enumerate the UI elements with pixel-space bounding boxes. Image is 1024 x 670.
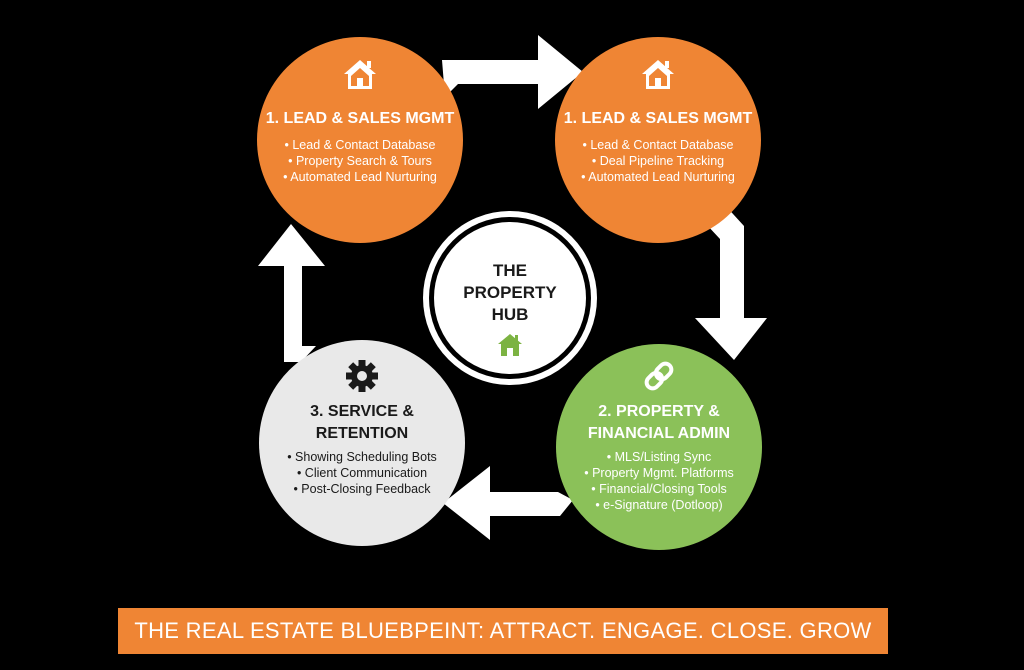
node-title: RETENTION xyxy=(316,425,408,442)
banner-text: THE REAL ESTATE BLUEBPEINT: ATTRACT. ENG… xyxy=(134,618,872,643)
node-item: • Automated Lead Nurturing xyxy=(283,170,437,184)
cycle-arrows xyxy=(258,35,767,540)
node-item: • Automated Lead Nurturing xyxy=(581,170,735,184)
hub-line: THE xyxy=(493,261,527,280)
node-item: • Lead & Contact Database xyxy=(284,138,435,152)
house-icon xyxy=(344,60,376,89)
node-item: • Client Communication xyxy=(297,466,427,480)
node-item: • Property Search & Tours xyxy=(288,154,432,168)
node-item: • Lead & Contact Database xyxy=(582,138,733,152)
node-title: 3. SERVICE & xyxy=(310,403,414,420)
hub-line: HUB xyxy=(492,305,529,324)
node-top-left: 1. LEAD & SALES MGMT • Lead & Contact Dat… xyxy=(257,37,463,243)
node-circle xyxy=(259,340,465,546)
node-bottom-right: 2. PROPERTY & FINANCIAL ADMIN • MLS/Listin… xyxy=(556,344,762,550)
node-bottom-left: 3. SERVICE & RETENTION • Showing Schedulin… xyxy=(259,340,465,546)
hub-line: PROPERTY xyxy=(463,283,557,302)
node-circle xyxy=(257,37,463,243)
node-title: 1. LEAD & SALES MGMT xyxy=(266,110,455,127)
node-item: • Showing Scheduling Bots xyxy=(287,450,437,464)
hub-inner-disc xyxy=(434,222,586,374)
node-title: 1. LEAD & SALES MGMT xyxy=(564,110,753,127)
arrow-left xyxy=(258,224,325,362)
node-title: 2. PROPERTY & xyxy=(598,403,720,420)
node-item: • e-Signature (Dotloop) xyxy=(595,498,722,512)
house-icon xyxy=(498,334,522,356)
node-title: FINANCIAL ADMIN xyxy=(588,425,730,442)
arrow-top xyxy=(442,35,583,109)
node-item: • Post-Closing Feedback xyxy=(293,482,431,496)
gear-icon xyxy=(346,360,378,392)
node-item: • MLS/Listing Sync xyxy=(607,450,711,464)
blueprint-banner: THE REAL ESTATE BLUEBPEINT: ATTRACT. ENG… xyxy=(118,608,888,654)
arrow-right xyxy=(695,203,767,360)
process-nodes: 1. LEAD & SALES MGMT • Lead & Contact Dat… xyxy=(257,37,762,550)
property-hub: THE PROPERTY HUB xyxy=(423,211,597,385)
arrow-bottom xyxy=(443,466,573,540)
node-item: • Financial/Closing Tools xyxy=(591,482,726,496)
node-item: • Property Mgmt. Platforms xyxy=(584,466,734,480)
house-icon xyxy=(642,60,674,89)
link-icon xyxy=(644,361,674,391)
node-circle xyxy=(555,37,761,243)
node-top-right: 1. LEAD & SALES MGMT • Lead & Contact Dat… xyxy=(555,37,761,243)
node-item: • Deal Pipeline Tracking xyxy=(592,154,724,168)
node-circle xyxy=(556,344,762,550)
